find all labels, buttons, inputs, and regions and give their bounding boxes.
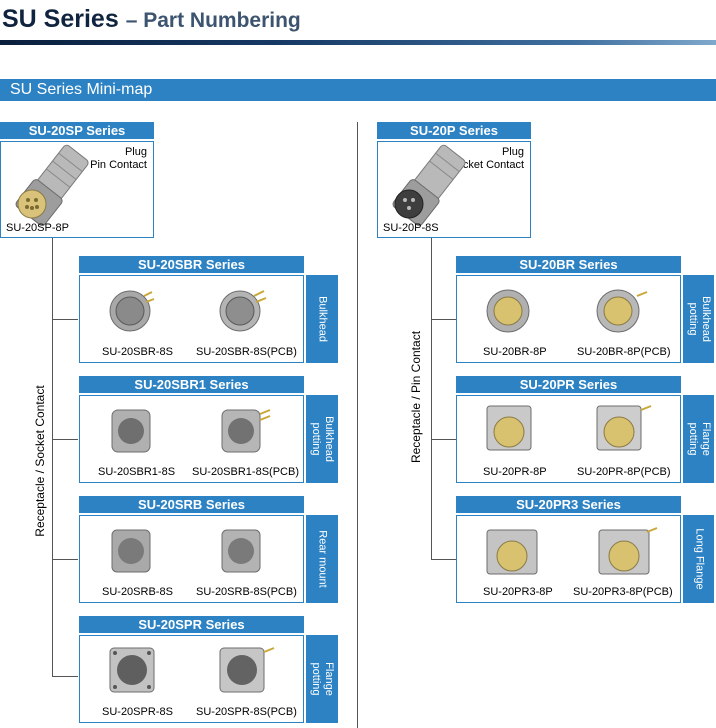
series-card-spr[interactable]: SU-20SPR-8S SU-20SPR-8S(PCB)	[79, 635, 304, 723]
series-card-pr[interactable]: SU-20PR-8P SU-20PR-8P(PCB)	[456, 395, 681, 483]
part-number: SU-20PR-8P	[483, 466, 547, 478]
plug-series-header-right: SU-20P Series	[377, 122, 531, 139]
tree-branch	[431, 319, 456, 320]
part-number: SU-20BR-8P(PCB)	[577, 346, 671, 358]
tree-trunk-left	[52, 238, 53, 676]
connector-image	[486, 529, 538, 575]
side-tag-flange-potting: Flange potting	[306, 635, 338, 723]
series-header-pr3: SU-20PR3 Series	[456, 496, 681, 513]
side-tag-bulkhead: Bulkhead	[306, 275, 338, 363]
connector-image	[596, 289, 648, 333]
connector-image	[221, 529, 261, 573]
tree-branch	[52, 319, 78, 320]
plug-card[interactable]: Plug Pin Contact SU-20SP-8P	[0, 141, 154, 238]
series-card-br[interactable]: SU-20BR-8P SU-20BR-8P(PCB)	[456, 275, 681, 363]
tree-branch	[52, 676, 78, 677]
tree-branch	[431, 439, 456, 440]
tree-branch	[52, 559, 78, 560]
connector-image	[111, 409, 151, 453]
part-number: SU-20SBR-8S	[102, 346, 173, 358]
minimap-label: SU Series Mini-map	[10, 81, 153, 98]
side-tag-bulkhead-potting: Bulkhead potting	[683, 275, 714, 363]
plug-type-label: Plug Socket Contact	[449, 146, 524, 172]
series-header-spr: SU-20SPR Series	[79, 616, 304, 633]
plug-connector-image	[392, 144, 466, 226]
plug-type-label: Plug Pin Contact	[90, 146, 147, 172]
connector-image	[221, 409, 271, 453]
tree-branch	[431, 559, 456, 560]
connector-image	[219, 647, 275, 693]
part-number: SU-20SBR1-8S	[98, 466, 176, 478]
minimap-bar: SU Series Mini-map	[0, 79, 716, 101]
plug-contact: Pin Contact	[90, 159, 147, 171]
plug-card-right[interactable]: Plug Socket Contact SU-20P-8S	[377, 141, 531, 238]
tree-trunk-right	[431, 238, 432, 560]
connector-image	[486, 289, 530, 333]
series-card-sbr[interactable]: SU-20SBR-8S SU-20SBR-8S(PCB)	[79, 275, 304, 363]
part-number: SU-20SRB-8S	[102, 586, 173, 598]
plug-part-number: SU-20P-8S	[383, 222, 439, 234]
connector-image	[109, 290, 155, 332]
connector-image	[109, 647, 155, 693]
side-tag-long-flange: Long Flange	[683, 515, 714, 603]
side-tag-flange-potting: Flange potting	[683, 395, 714, 483]
plug-type: Plug	[124, 146, 147, 158]
plug-part-number: SU-20SP-8P	[6, 222, 69, 234]
connector-image	[219, 290, 267, 332]
side-tag-rear-mount: Rear mount	[306, 515, 338, 603]
plug-contact: Socket Contact	[449, 159, 524, 171]
part-number: SU-20PR-8P(PCB)	[577, 466, 671, 478]
series-card-srb[interactable]: SU-20SRB-8S SU-20SRB-8S(PCB)	[79, 515, 304, 603]
connector-image	[111, 529, 151, 573]
series-card-pr3[interactable]: SU-20PR3-8P SU-20PR3-8P(PCB)	[456, 515, 681, 603]
part-number: SU-20SRB-8S(PCB)	[196, 586, 297, 598]
page-title: SU Series – Part Numbering	[2, 5, 301, 34]
plug-type: Plug	[501, 146, 524, 158]
tree-branch	[52, 439, 78, 440]
series-header-srb: SU-20SRB Series	[79, 496, 304, 513]
series-header-sbr: SU-20SBR Series	[79, 256, 304, 273]
title-main: SU Series	[2, 5, 119, 33]
part-number: SU-20PR3-8P	[483, 586, 553, 598]
part-number: SU-20SPR-8S(PCB)	[196, 706, 297, 718]
part-number: SU-20SBR1-8S(PCB)	[192, 466, 299, 478]
connector-image	[598, 527, 658, 575]
part-number: SU-20PR3-8P(PCB)	[573, 586, 673, 598]
series-header-pr: SU-20PR Series	[456, 376, 681, 393]
header-rule	[0, 40, 716, 45]
title-subtitle: – Part Numbering	[125, 9, 301, 32]
branch-label-left: Receptacle / Socket Contact	[33, 385, 47, 537]
plug-connector-image	[15, 144, 89, 226]
series-card-sbr1[interactable]: SU-20SBR1-8S SU-20SBR1-8S(PCB)	[79, 395, 304, 483]
series-header-sbr1: SU-20SBR1 Series	[79, 376, 304, 393]
part-number: SU-20SBR-8S(PCB)	[196, 346, 297, 358]
center-divider	[357, 122, 358, 728]
connector-image	[486, 405, 532, 451]
series-header-br: SU-20BR Series	[456, 256, 681, 273]
connector-image	[596, 405, 652, 451]
plug-series-header: SU-20SP Series	[0, 122, 154, 139]
branch-label-right: Receptacle / Pin Contact	[409, 330, 423, 464]
part-number: SU-20BR-8P	[483, 346, 547, 358]
side-tag-bulkhead-potting: Bulkhead potting	[306, 395, 338, 483]
part-number: SU-20SPR-8S	[102, 706, 173, 718]
